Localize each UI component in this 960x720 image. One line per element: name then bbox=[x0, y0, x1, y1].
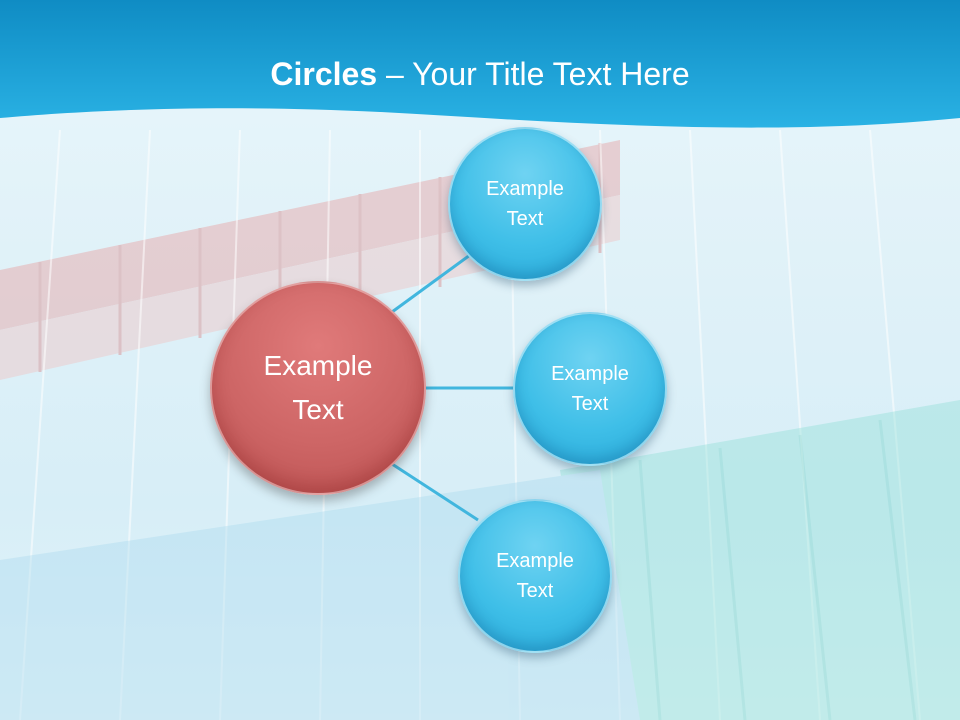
satellite-circle-top[interactable]: Example Text bbox=[448, 127, 602, 281]
center-circle-line1: Example bbox=[263, 350, 373, 381]
satellite-middle-line2: Text bbox=[571, 393, 609, 415]
connector-top bbox=[391, 253, 471, 314]
connector-bottom bbox=[391, 462, 479, 522]
title-rest: – Your Title Text Here bbox=[377, 56, 690, 92]
satellite-top-line1: Example bbox=[486, 178, 564, 200]
satellite-circle-bottom[interactable]: Example Text bbox=[458, 499, 612, 653]
satellite-circle-middle[interactable]: Example Text bbox=[513, 312, 667, 466]
title-bold: Circles bbox=[270, 56, 378, 92]
satellite-middle-line1: Example bbox=[551, 363, 629, 385]
center-circle-line2: Text bbox=[292, 394, 344, 425]
satellite-bottom-line1: Example bbox=[496, 550, 574, 572]
slide-title: Circles – Your Title Text Here bbox=[0, 54, 960, 94]
header-band bbox=[0, 0, 960, 128]
satellite-bottom-line2: Text bbox=[516, 580, 554, 602]
center-circle[interactable]: Example Text bbox=[210, 281, 426, 495]
satellite-top-line2: Text bbox=[506, 208, 544, 230]
